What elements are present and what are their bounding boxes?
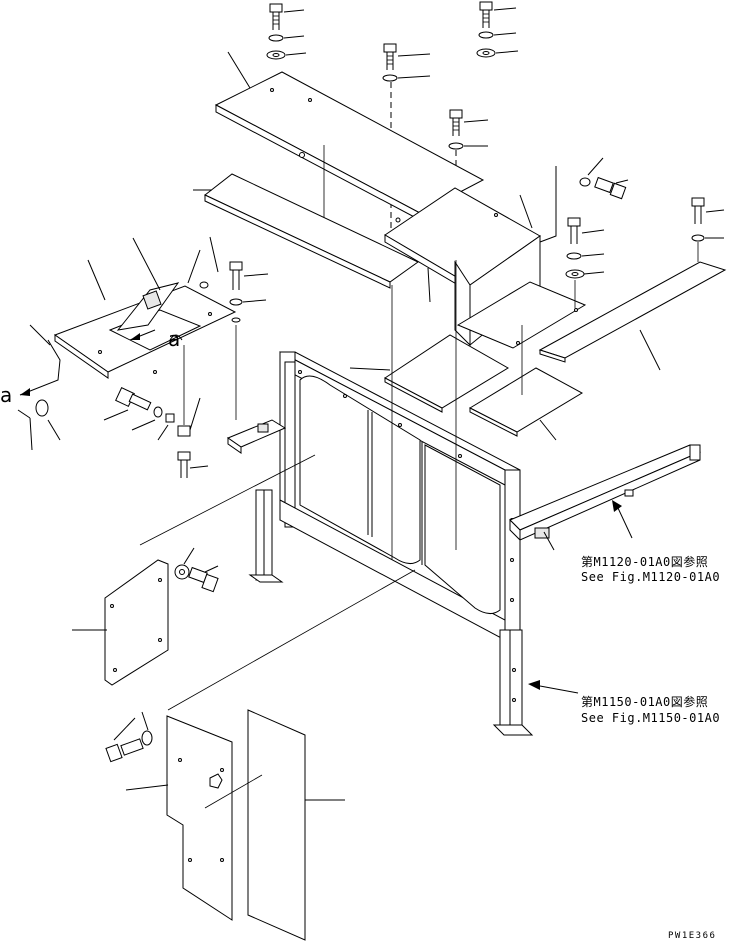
bolt-group-far-right [691,197,725,262]
top-bolt-stack-right [476,1,519,58]
callout-letter-a-left: a [0,383,12,407]
panel-bolt-lower [105,711,153,763]
panel-bolt-upper [174,547,219,593]
assembly-line-panel [139,454,316,546]
ref-arrow-1 [612,500,633,539]
top-bolt-stack-middle [448,109,489,150]
bolt-group-right-upper [539,157,629,243]
hatch-frame [53,237,237,379]
panel-insulation [204,709,345,941]
ref-fig-1-jp: 第M1120-01A0図参照 [581,554,708,569]
right-leg [492,629,534,736]
hatch-side-bolts [187,236,269,420]
top-cover-plate [214,51,485,221]
frame-left-bracket [226,419,287,454]
right-long-plate [538,261,727,371]
hatch-handle-rod [19,324,61,396]
ref-fig-1-en: See Fig.M1120-01A0 [581,570,720,584]
ref-fig-2-jp: 第M1150-01A0図参照 [581,694,708,709]
bolt-group-right-mid [565,217,605,308]
assembly-line-panel-lower [167,569,416,711]
right-support-beam [509,444,702,551]
lower-cover-panel-upper [72,559,169,686]
hatch-lock-parts [17,345,209,478]
pad-right-lower [468,325,584,441]
main-frame [279,260,521,641]
pad-center [349,334,509,413]
center-bracket [384,187,587,349]
top-bolt-stack-left [266,3,307,60]
drawing-number: PW1E366 [668,931,716,941]
spacer-plate [193,173,419,289]
lower-cover-panel-lower [125,715,233,921]
ref-arrow-2 [528,680,579,694]
top-bolt-stack-center [382,43,431,82]
callout-letter-a-hatch: a [168,327,180,351]
ref-fig-2-en: See Fig.M1150-01A0 [581,711,720,725]
left-leg [248,489,284,583]
hatch-latch-arrow [129,329,183,341]
